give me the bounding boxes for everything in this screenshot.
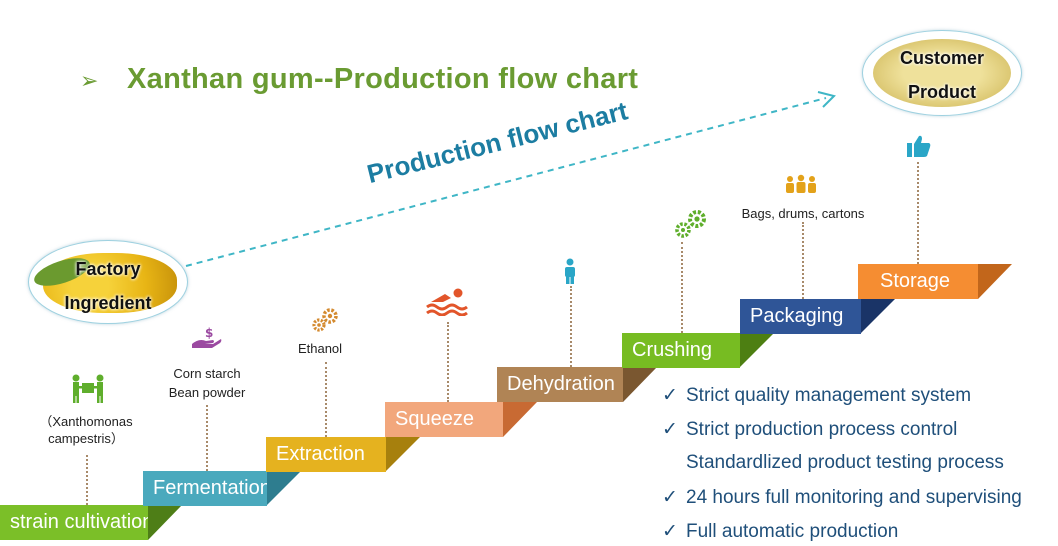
connector-squeeze	[447, 322, 449, 402]
check-icon: ✓	[662, 487, 678, 508]
checklist-item: ✓ Full automatic production	[662, 520, 898, 543]
swimmer-icon	[426, 288, 468, 316]
step-edge	[267, 471, 301, 505]
product-label: Product	[907, 82, 976, 102]
person-icon	[565, 258, 575, 284]
customer-label: Customer	[899, 48, 984, 68]
check-icon: ✓	[662, 521, 678, 542]
step-edge	[148, 505, 182, 540]
note-bags-drums-cartons: Bags, drums, cartons	[741, 206, 865, 221]
connector-fermentation	[206, 405, 208, 471]
factory-label: Factory	[75, 259, 141, 279]
checklist-item: Standardlized product testing process	[662, 452, 1004, 474]
step-edge	[503, 402, 537, 437]
checklist-item-text: Strict production process control	[686, 419, 958, 440]
note-ethanol: Ethanol	[297, 341, 343, 356]
step-storage: Storage	[858, 264, 978, 299]
people-group-icon	[786, 174, 816, 193]
connector-strain	[86, 455, 88, 505]
connector-dehydration	[570, 286, 572, 367]
step-squeeze: Squeeze	[385, 402, 503, 437]
check-icon: ✓	[662, 385, 678, 406]
title-bullet-icon: ➢	[80, 68, 99, 93]
check-icon: ✓	[662, 419, 678, 440]
step-edge	[740, 333, 774, 367]
step-edge	[623, 367, 657, 402]
note-corn-starch: Corn starch	[173, 366, 241, 381]
connector-extraction	[325, 362, 327, 437]
checklist-item: ✓ Strict production process control	[662, 418, 957, 441]
checklist-item-text: Strict quality management system	[686, 385, 972, 406]
people-carry-box-icon	[72, 374, 104, 403]
step-edge	[386, 437, 420, 471]
checklist-item-text: Full automatic production	[686, 521, 899, 542]
gears-icon	[675, 210, 706, 238]
step-fermentation: Fermentation	[143, 471, 271, 506]
step-extraction: Extraction	[266, 437, 386, 472]
checklist-item-text: 24 hours full monitoring and supervising	[686, 487, 1022, 508]
step-packaging: Packaging	[740, 299, 861, 334]
step-edge	[861, 299, 895, 333]
step-dehydration: Dehydration	[497, 367, 623, 402]
ingredient-label: Ingredient	[64, 293, 152, 313]
factory-ingredient-ellipse: Factory Ingredient	[28, 240, 188, 324]
svg-text:$: $	[205, 326, 213, 340]
note-bean-powder: Bean powder	[168, 385, 246, 400]
step-edge	[978, 264, 1012, 299]
customer-product-ellipse: Customer Product	[862, 30, 1022, 116]
hand-money-icon: $	[192, 326, 222, 348]
page-title: Xanthan gum--Production flow chart	[127, 63, 639, 95]
connector-packaging	[802, 222, 804, 299]
checklist-item: ✓ Strict quality management system	[662, 384, 971, 407]
connector-storage	[917, 162, 919, 264]
thumbs-up-icon	[907, 135, 931, 157]
powder-image	[873, 39, 1011, 107]
checklist-item: ✓ 24 hours full monitoring and supervisin…	[662, 486, 1022, 509]
note-xanthomonas: （Xanthomonas campestris）	[39, 414, 133, 446]
gears-icon	[312, 308, 338, 332]
step-crushing: Crushing	[622, 333, 740, 368]
connector-crushing	[681, 242, 683, 333]
checklist-item-text: Standardlized product testing process	[686, 452, 1004, 473]
step-strain-cultivation: strain cultivation	[0, 505, 153, 540]
